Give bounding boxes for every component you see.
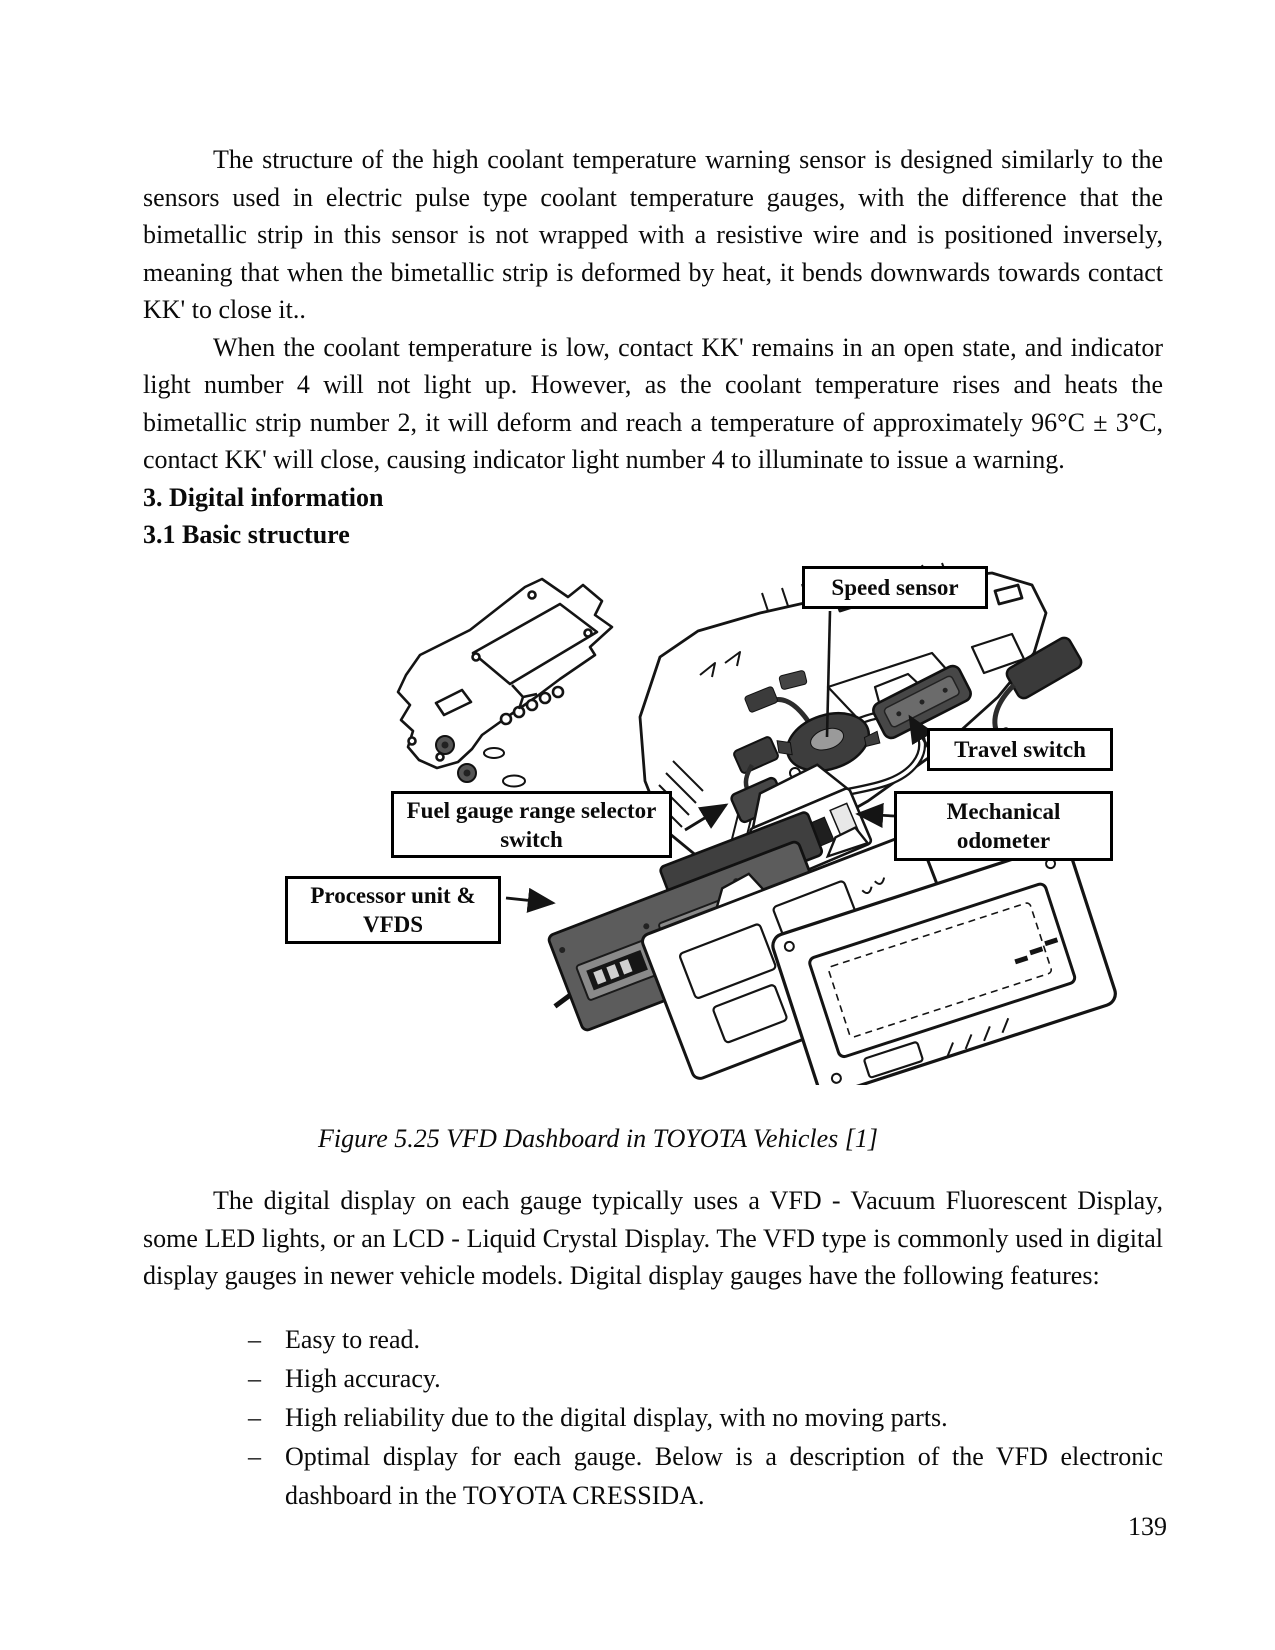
mechanical-odometer-label: Mechanical odometer <box>894 791 1113 861</box>
travel-switch-arrow <box>908 714 934 748</box>
list-item: – Optimal display for each gauge. Below … <box>143 1437 1163 1515</box>
front-lens-panel-drawing <box>771 843 1117 1085</box>
section-heading: 3. Digital information <box>143 482 384 512</box>
processor-unit-vfds-label: Processor unit & VFDS <box>285 876 501 944</box>
rear-bracket-drawing <box>396 577 614 770</box>
list-item-text: Optimal display for each gauge. Below is… <box>285 1442 1163 1510</box>
features-list: – Easy to read. – High accuracy. – High … <box>143 1320 1163 1515</box>
paragraph-1: The structure of the high coolant temper… <box>143 145 1163 324</box>
bullet-dash: – <box>248 1403 261 1432</box>
speed-sensor-label: Speed sensor <box>802 566 988 609</box>
leader-lines <box>505 610 934 913</box>
list-item: – High accuracy. <box>143 1359 1163 1398</box>
list-item-text: High reliability due to the digital disp… <box>285 1403 948 1432</box>
bullet-dash: – <box>248 1442 261 1471</box>
list-item: – Easy to read. <box>143 1320 1163 1359</box>
bullet-dash: – <box>248 1364 261 1393</box>
paragraph-2: When the coolant temperature is low, con… <box>143 332 1163 475</box>
page-number: 139 <box>1128 1512 1167 1541</box>
figure-illustration <box>396 562 1117 1085</box>
list-item: – High reliability due to the digital di… <box>143 1398 1163 1437</box>
list-item-text: High accuracy. <box>285 1364 441 1393</box>
subsection-heading: 3.1 Basic structure <box>143 520 350 549</box>
bullet-dash: – <box>248 1325 261 1354</box>
travel-switch-drawing <box>872 664 972 740</box>
body-text-top: The structure of the high coolant temper… <box>143 141 1163 554</box>
mechanical-odometer-arrow <box>855 802 895 828</box>
fuel-gauge-arrow <box>684 803 729 832</box>
fuel-gauge-range-selector-switch-label: Fuel gauge range selector switch <box>391 791 672 858</box>
travel-switch-label: Travel switch <box>927 728 1113 771</box>
screws-drawing <box>435 735 526 788</box>
speed-sensor-leader-line <box>825 610 832 738</box>
processor-arrow <box>505 887 556 913</box>
figure-caption: Figure 5.25 VFD Dashboard in TOYOTA Vehi… <box>318 1124 878 1153</box>
paragraph-3: The digital display on each gauge typica… <box>143 1186 1163 1290</box>
list-item-text: Easy to read. <box>285 1325 421 1354</box>
